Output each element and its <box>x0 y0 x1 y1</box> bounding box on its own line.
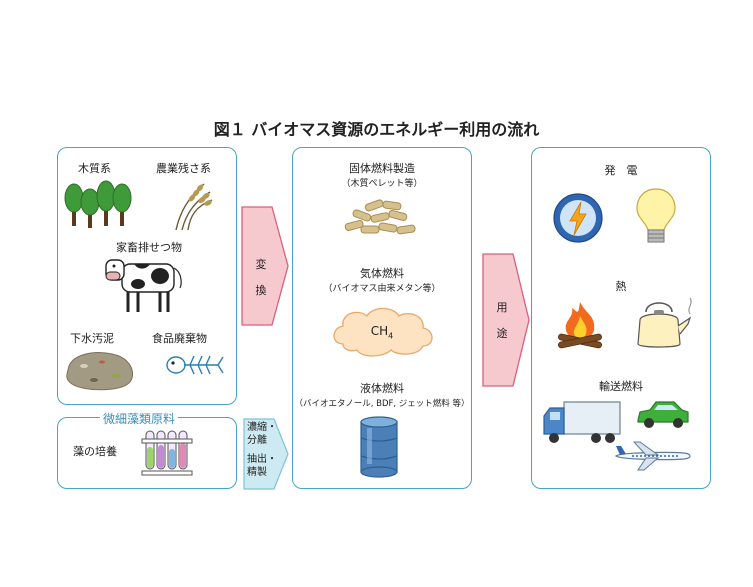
fuels-panel: 固体燃料製造 （木質ペレット等） 気体燃料 （バイオマス由来メタン等） CH4 … <box>292 147 472 489</box>
ch4-subscript: 4 <box>388 331 394 341</box>
label-power: 発 電 <box>604 164 638 177</box>
uses-panel: 発 電 熱 輸送燃料 <box>531 147 711 489</box>
conversion-label: 変 換 <box>248 252 274 304</box>
label-sewage: 下水汚泥 <box>70 332 114 345</box>
conversion-char-2: 換 <box>255 284 267 297</box>
sludge-icon <box>66 352 134 391</box>
extract-line-2: 精製 <box>247 467 267 478</box>
car-icon <box>637 401 689 428</box>
label-food: 食品廃棄物 <box>152 332 207 345</box>
concentrate-line-1: 濃縮・ <box>247 422 277 433</box>
trees-icon <box>64 180 132 228</box>
label-liquid-fuel: 液体燃料 <box>360 382 404 395</box>
drum-can-icon <box>360 416 398 478</box>
conversion-char-1: 変 <box>255 258 267 271</box>
extract-line-1: 抽出・ <box>247 454 277 465</box>
test-tubes-icon <box>141 430 193 476</box>
concentrate-arrow <box>243 418 289 490</box>
label-solid-fuel: 固体燃料製造 <box>349 162 415 175</box>
label-transport: 輸送燃料 <box>599 380 643 393</box>
diagram-title: 図１ バイオマス資源のエネルギー利用の流れ <box>213 120 540 139</box>
usage-arrow <box>482 253 530 387</box>
kettle-icon <box>637 297 692 348</box>
ch4-formula: CH4 <box>293 324 471 340</box>
airplane-icon <box>614 441 691 471</box>
wood-pellets-icon <box>344 199 416 235</box>
rice-stalk-icon <box>175 183 213 231</box>
conversion-arrow <box>241 206 289 326</box>
label-agri: 農業残さ系 <box>156 162 211 175</box>
truck-icon <box>543 401 621 443</box>
concentrate-label: 濃縮・ 分離 抽出・ 精製 <box>247 421 277 479</box>
light-bulb-icon <box>636 188 676 243</box>
label-gas-fuel: 気体燃料 <box>360 267 404 280</box>
label-solid-fuel-sub: （木質ペレット等） <box>341 179 423 189</box>
microalgae-title: 微細藻類原料 <box>100 410 179 427</box>
bonfire-icon <box>558 302 602 349</box>
resources-panel: 木質系 農業残さ系 家畜排せつ物 下水汚泥 食品廃棄物 <box>57 147 237 405</box>
ch4-main: CH <box>370 324 389 338</box>
usage-char-1: 用 <box>496 301 508 314</box>
concentrate-line-2: 分離 <box>247 435 267 446</box>
usage-label: 用 途 <box>489 295 515 347</box>
label-gas-fuel-sub: （バイオマス由来メタン等） <box>323 284 441 294</box>
label-heat: 熱 <box>615 280 627 293</box>
methane-cloud-icon <box>333 307 433 357</box>
label-algae-culture: 藻の培養 <box>73 445 117 458</box>
cow-icon <box>105 259 182 312</box>
electricity-icon <box>553 193 603 243</box>
label-liquid-fuel-sub: （バイオエタノール, BDF, ジェット燃料 等） <box>294 399 470 409</box>
label-wood: 木質系 <box>78 162 111 175</box>
fish-bone-icon <box>166 355 224 375</box>
label-livestock: 家畜排せつ物 <box>116 241 182 254</box>
usage-char-2: 途 <box>496 327 508 340</box>
